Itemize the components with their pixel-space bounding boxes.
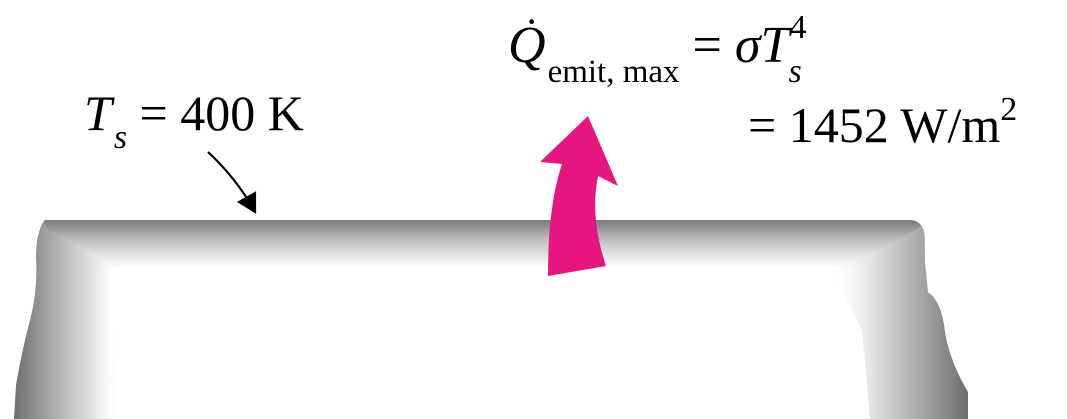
flux-symbol-group: Q ·	[508, 2, 546, 74]
surface-temperature-label: Ts = 400 K	[84, 85, 304, 155]
temp-value: = 400 K	[139, 85, 304, 141]
surface-slab	[14, 220, 968, 419]
result-exponent: 2	[1000, 91, 1018, 128]
slab-left-shading	[14, 222, 120, 419]
emission-arrow-icon	[540, 116, 618, 276]
temp-exponent: 4	[789, 9, 807, 46]
flux-subscript: emit, max	[547, 54, 680, 90]
sigma-symbol: σ	[734, 17, 761, 74]
emission-equation-line1: Q · emit, max = σT4 s	[508, 2, 806, 89]
leader-arrow	[207, 151, 257, 214]
equals-sign: =	[692, 17, 722, 74]
emission-result: = 1452 W/m	[748, 97, 1001, 153]
slab-top-shading	[38, 220, 925, 268]
slab-right-shading	[830, 226, 968, 419]
flux-symbol: Q	[508, 17, 546, 74]
temp-symbol-eq: T	[760, 17, 790, 74]
flux-dot: ·	[525, 0, 539, 44]
slab-inner-face	[110, 268, 860, 419]
temp-symbol: T	[84, 85, 112, 141]
temp-subscript-eq: s	[788, 53, 802, 90]
temp-subscript: s	[113, 119, 128, 156]
emission-equation-line2: = 1452 W/m2	[748, 93, 1017, 153]
